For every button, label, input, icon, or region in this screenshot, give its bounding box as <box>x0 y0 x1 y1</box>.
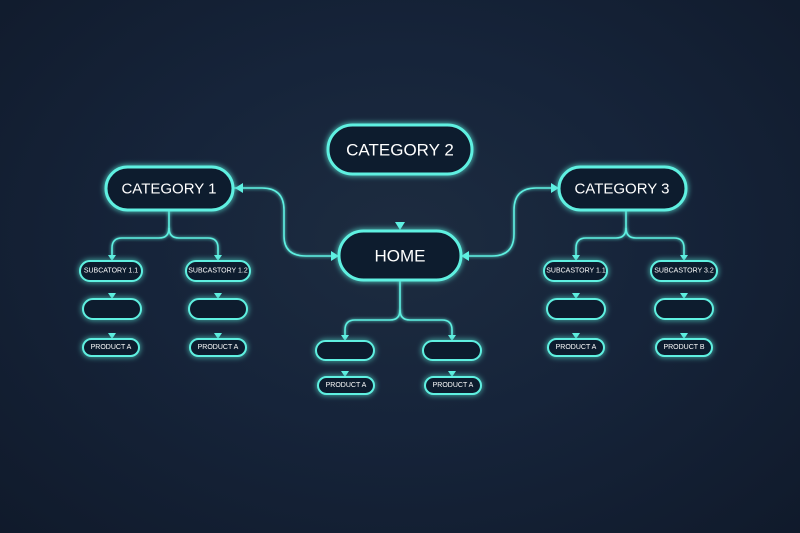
node-product-1-1: PRODUCT A <box>82 338 140 357</box>
arrowhead-icon <box>572 333 580 339</box>
node-product-3-2-label: PRODUCT B <box>663 344 704 351</box>
arrowhead-icon <box>108 255 116 261</box>
node-product-1-2-label: PRODUCT A <box>198 344 239 351</box>
arrowhead-icon <box>461 251 469 261</box>
blank-node-home-right <box>422 340 482 361</box>
arrowhead-icon <box>214 255 222 261</box>
node-product-1-1-label: PRODUCT A <box>91 344 132 351</box>
edge-category1-subcategories <box>111 210 170 256</box>
node-category-1: CATEGORY 1 <box>104 165 235 212</box>
node-category-3: CATEGORY 3 <box>557 165 688 212</box>
node-product-3-1: PRODUCT A <box>547 338 605 357</box>
node-category-2: CATEGORY 2 <box>326 123 474 176</box>
arrowhead-icon <box>395 222 405 230</box>
arrowhead-icon <box>572 293 580 299</box>
arrowhead-icon <box>341 335 349 341</box>
arrowhead-icon <box>448 335 456 341</box>
node-product-home-left-label: PRODUCT A <box>326 382 367 389</box>
node-subcategory-1-1-label: SUBCATORY 1.1 <box>84 268 138 275</box>
edge-home-child-right <box>399 309 453 336</box>
node-product-home-right-label: PRODUCT A <box>433 382 474 389</box>
blank-node-left-2 <box>188 298 248 320</box>
edge-home-category3 <box>466 187 553 257</box>
arrowhead-icon <box>680 255 688 261</box>
node-subcategory-3-1: SUBCASTORY 1.1 <box>543 260 608 282</box>
arrowhead-icon <box>572 255 580 261</box>
node-category-2-label: CATEGORY 2 <box>346 141 454 160</box>
node-product-home-right: PRODUCT A <box>424 376 482 395</box>
node-category-1-label: CATEGORY 1 <box>121 181 216 198</box>
arrowhead-icon <box>108 293 116 299</box>
node-subcategory-3-2-label: SUBCASTORY 3.2 <box>654 268 714 275</box>
node-subcategory-3-2: SUBCASTORY 3.2 <box>650 260 718 282</box>
edge-category1-home <box>233 187 333 257</box>
blank-node-home-left <box>315 340 375 361</box>
edge-category3-subcategories <box>575 210 627 256</box>
node-category-3-label: CATEGORY 3 <box>574 181 669 198</box>
arrowhead-icon <box>448 371 456 377</box>
blank-node-left-1 <box>82 298 142 320</box>
arrowhead-icon <box>551 183 559 193</box>
edge-category1-sub-right <box>168 227 219 256</box>
arrowhead-icon <box>214 293 222 299</box>
arrowhead-icon <box>680 293 688 299</box>
node-subcategory-1-1: SUBCATORY 1.1 <box>79 260 143 282</box>
blank-node-right-1 <box>546 298 606 320</box>
blank-node-right-2 <box>654 298 714 320</box>
node-product-3-1-label: PRODUCT A <box>556 344 597 351</box>
node-subcategory-1-2: SUBCASTORY 1.2 <box>185 260 251 282</box>
arrowhead-icon <box>680 333 688 339</box>
arrowhead-icon <box>341 371 349 377</box>
arrowhead-icon <box>235 183 243 193</box>
node-product-home-left: PRODUCT A <box>317 376 375 395</box>
arrowhead-icon <box>108 333 116 339</box>
edge-category3-sub-right <box>625 227 685 256</box>
node-home-label: HOME <box>375 247 426 266</box>
edge-home-children <box>344 280 401 336</box>
connectors <box>108 174 688 377</box>
node-home: HOME <box>337 229 463 282</box>
node-subcategory-1-2-label: SUBCASTORY 1.2 <box>188 268 248 275</box>
arrowhead-icon <box>331 251 339 261</box>
node-product-1-2: PRODUCT A <box>189 338 247 357</box>
node-product-3-2: PRODUCT B <box>655 338 713 357</box>
arrowhead-icon <box>214 333 222 339</box>
node-subcategory-3-1-label: SUBCASTORY 1.1 <box>546 268 606 275</box>
